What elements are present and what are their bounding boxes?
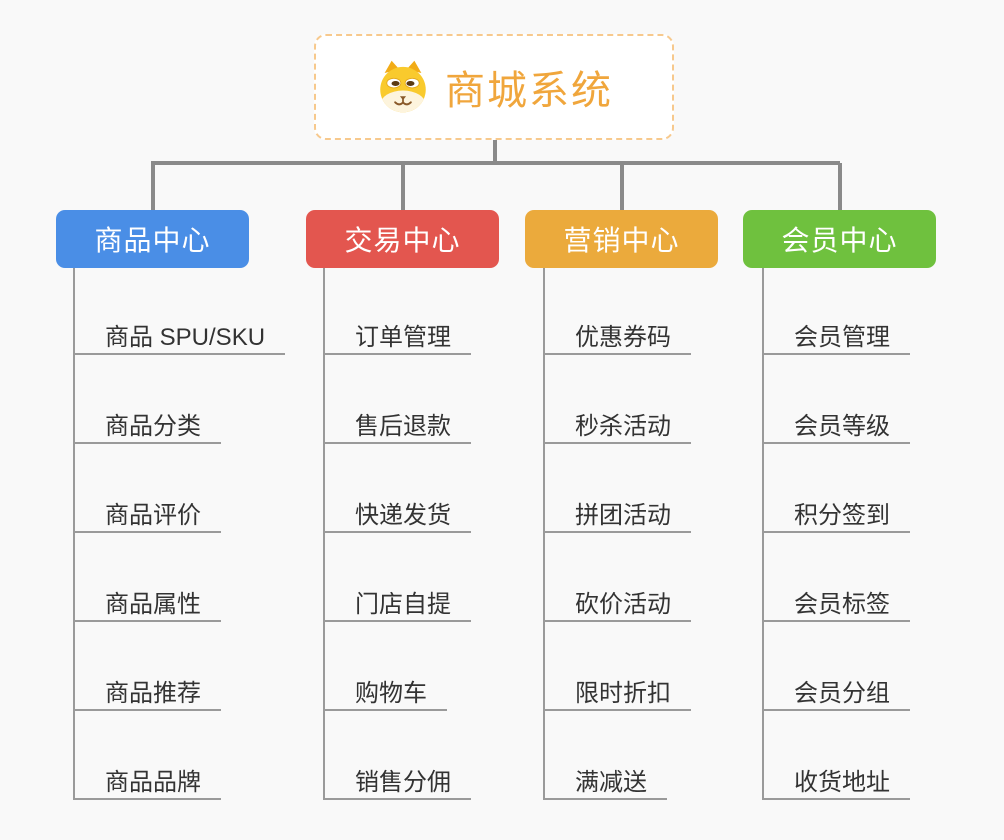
connector-drop-4 xyxy=(838,163,842,210)
branch-node-product-center[interactable]: 商品中心 xyxy=(56,210,249,268)
topic-item[interactable]: 砍价活动 xyxy=(543,582,691,622)
topic-item[interactable]: 收货地址 xyxy=(762,760,910,800)
topic-item[interactable]: 销售分佣 xyxy=(323,760,471,800)
connector-bus xyxy=(151,161,840,165)
topic-item[interactable]: 购物车 xyxy=(323,671,447,711)
dog-face-icon xyxy=(375,59,431,115)
topic-item[interactable]: 门店自提 xyxy=(323,582,471,622)
topic-item[interactable]: 会员分组 xyxy=(762,671,910,711)
topic-item[interactable]: 会员等级 xyxy=(762,404,910,444)
connector-child-line-3 xyxy=(543,268,545,800)
topic-item[interactable]: 会员标签 xyxy=(762,582,910,622)
topic-item[interactable]: 商品 SPU/SKU xyxy=(73,315,286,355)
topic-item[interactable]: 快递发货 xyxy=(323,493,471,533)
branch-node-member-center[interactable]: 会员中心 xyxy=(743,210,936,268)
connector-drop-2 xyxy=(401,163,405,210)
topic-item[interactable]: 限时折扣 xyxy=(543,671,691,711)
branch-label: 营销中心 xyxy=(563,225,680,256)
topic-item[interactable]: 商品属性 xyxy=(73,582,221,622)
connector-child-line-1 xyxy=(73,268,75,800)
topic-item[interactable]: 会员管理 xyxy=(762,315,910,355)
topic-item[interactable]: 商品评价 xyxy=(73,493,221,533)
topic-item[interactable]: 积分签到 xyxy=(762,493,910,533)
topic-item[interactable]: 满减送 xyxy=(543,760,667,800)
topic-item[interactable]: 售后退款 xyxy=(323,404,471,444)
topic-item[interactable]: 商品推荐 xyxy=(73,671,221,711)
connector-child-line-2 xyxy=(323,268,325,800)
topic-item[interactable]: 商品分类 xyxy=(73,404,221,444)
root-node[interactable]: 商城系统 xyxy=(314,34,674,140)
topic-item[interactable]: 优惠券码 xyxy=(543,315,691,355)
connector-drop-3 xyxy=(620,163,624,210)
topic-item[interactable]: 订单管理 xyxy=(323,315,471,355)
connector-drop-1 xyxy=(151,163,155,210)
branch-label: 交易中心 xyxy=(344,225,461,256)
connector-root-stem xyxy=(493,140,497,165)
branch-label: 会员中心 xyxy=(781,225,898,256)
branch-label: 商品中心 xyxy=(94,225,211,256)
topic-item[interactable]: 拼团活动 xyxy=(543,493,691,533)
topic-item[interactable]: 商品品牌 xyxy=(73,760,221,800)
topic-item[interactable]: 秒杀活动 xyxy=(543,404,691,444)
root-title: 商城系统 xyxy=(445,69,613,113)
branch-node-marketing-center[interactable]: 营销中心 xyxy=(525,210,718,268)
branch-node-trade-center[interactable]: 交易中心 xyxy=(306,210,499,268)
connector-child-line-4 xyxy=(762,268,764,800)
